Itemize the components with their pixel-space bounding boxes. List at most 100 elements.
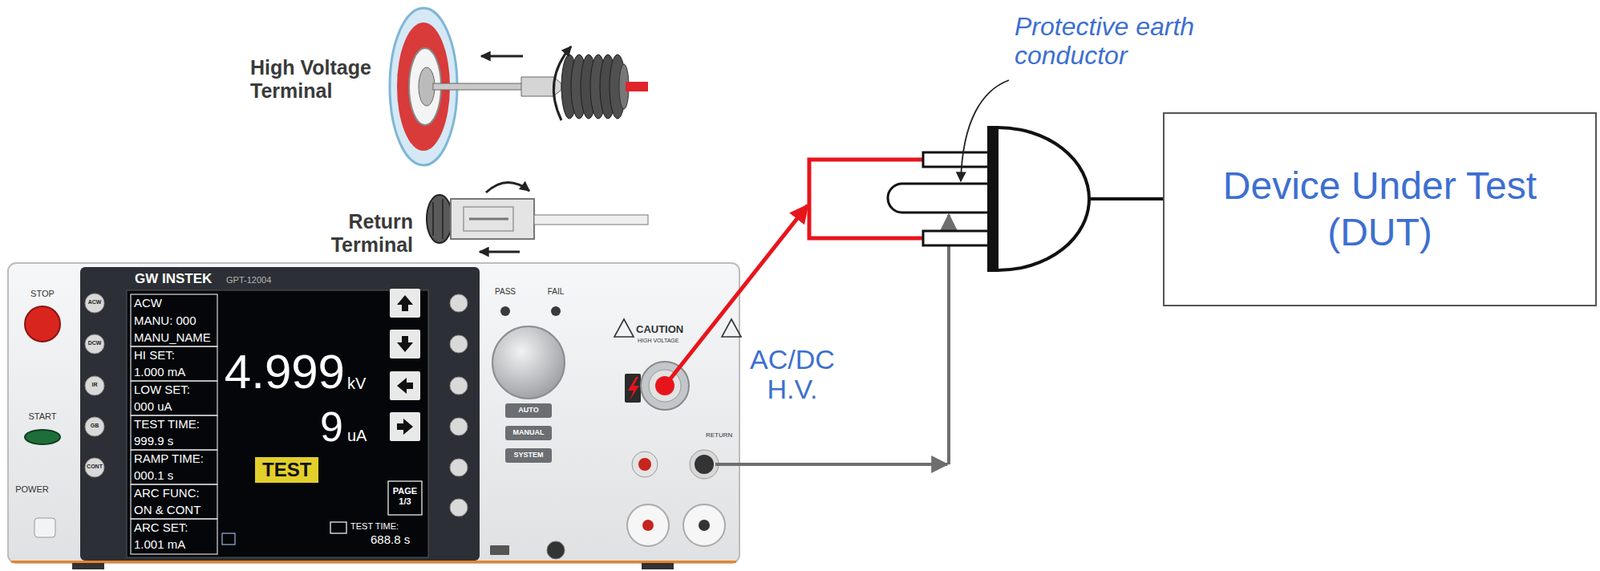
soft-button [449,376,468,395]
panel-label: FAIL [547,287,565,297]
usb-port [490,545,510,555]
ground-bond-terminal [683,504,726,547]
tester-body [8,263,740,564]
signal-name: AC/DC H.V. [736,344,849,406]
terminal-rod [534,214,649,225]
part-name: Return Terminal [304,210,414,257]
earth-prong [887,183,989,213]
mode-button [85,417,105,437]
terminal-body [450,198,535,239]
unit-text: kV [347,374,366,393]
plug-body [997,127,1090,271]
lightning-symbol [627,376,640,401]
return-terminal [689,449,719,479]
soft-button [449,458,468,477]
power-cord [1089,197,1163,201]
panel-label: PASS [494,287,516,297]
screen-text: 1.001 mA [133,537,186,552]
screen-text: 000 uA [133,399,173,414]
warning-label: HIGH VOLTAGE [637,337,679,345]
screen-text: 999.9 s [133,433,174,449]
button-label: MANUAL [513,428,545,438]
node-label: Device Under Test (DUT) [1195,162,1565,256]
arrow-key [389,412,421,442]
panel-label: POWER [15,484,49,495]
power-button [34,518,56,538]
page-indicator: PAGE 1/3 [388,486,422,507]
continuity-terminal-core [638,457,652,471]
panel-button [505,425,552,441]
screen-text: 688.8 s [370,532,410,547]
warning-label: CAUTION [635,324,684,337]
front-bezel [80,267,480,561]
button-label: DCW [88,340,102,347]
mains-plug [887,80,1163,272]
button-label: CONT [86,463,103,470]
page-box [388,481,422,515]
fail-led [550,306,561,316]
rotate-arrow [553,46,572,121]
screen-text: TEST TIME: [350,521,399,532]
device-box: Device Under Test (DUT) [1162,112,1597,307]
button-label: IR [92,381,98,389]
panel-button [505,448,552,463]
warning-triangle [614,319,634,337]
screen-text: 1.000 mA [133,364,186,380]
return-knob [426,194,453,244]
screen-box [130,484,218,519]
pass-led [500,306,511,316]
model-name: GPT-12004 [226,275,272,286]
voltage-reading: 4.999 [210,348,345,397]
screen-text: ARC SET: [133,520,189,535]
stop-button [24,306,61,342]
mode-button [85,457,105,478]
arrow-glyph [396,377,414,394]
arrow-glyph [396,336,414,353]
return-lead [715,462,948,466]
terminal-label: RETURN [705,431,733,439]
button-label: AUTO [518,405,539,415]
button-label: SYSTEM [513,450,543,460]
return-terminal-illustration [426,182,649,252]
screen-box [130,415,218,450]
mode-button [85,376,105,396]
current-reading: 9 [210,405,344,448]
part-name: High Voltage Terminal [250,56,391,103]
start-button [24,429,61,445]
callout-text: Protective earth conductor [1014,12,1256,71]
terminal-hole [418,67,435,106]
insert-arrow [481,55,523,58]
ground-bond-core [698,519,710,531]
continuity-terminal [631,451,658,478]
screen-text: RAMP TIME: [133,451,204,466]
mode-button [85,293,105,313]
soft-button [449,417,468,436]
brand-logo: GW INSTEK [134,271,212,288]
soft-button [449,294,468,312]
screen-text: TEST TIME: [133,417,200,432]
insert-arrow [479,251,520,254]
leader-line [960,80,1009,182]
soft-button [449,498,468,517]
screen-text: ACW [133,295,163,311]
return-terminal-core [694,454,714,474]
panel-button [505,403,552,418]
screen-box [130,294,218,347]
arrow-glyph [396,418,414,435]
hipot-tester [8,263,742,570]
status-icon [222,533,235,545]
button-label: GB [90,422,100,430]
unit-text: uA [347,426,367,446]
terminal-slot [469,218,509,221]
screen-box [130,346,218,381]
hv-terminal-illustration [389,8,649,166]
screen-box [130,518,218,555]
screen-text: MANU: 000 [133,313,197,329]
screen-text: LOW SET: [133,382,191,397]
button-label: ACW [88,299,102,306]
return-lead [947,214,951,465]
rotate-arrow [486,182,530,193]
mode-button [85,334,105,354]
red-lead [625,81,649,92]
